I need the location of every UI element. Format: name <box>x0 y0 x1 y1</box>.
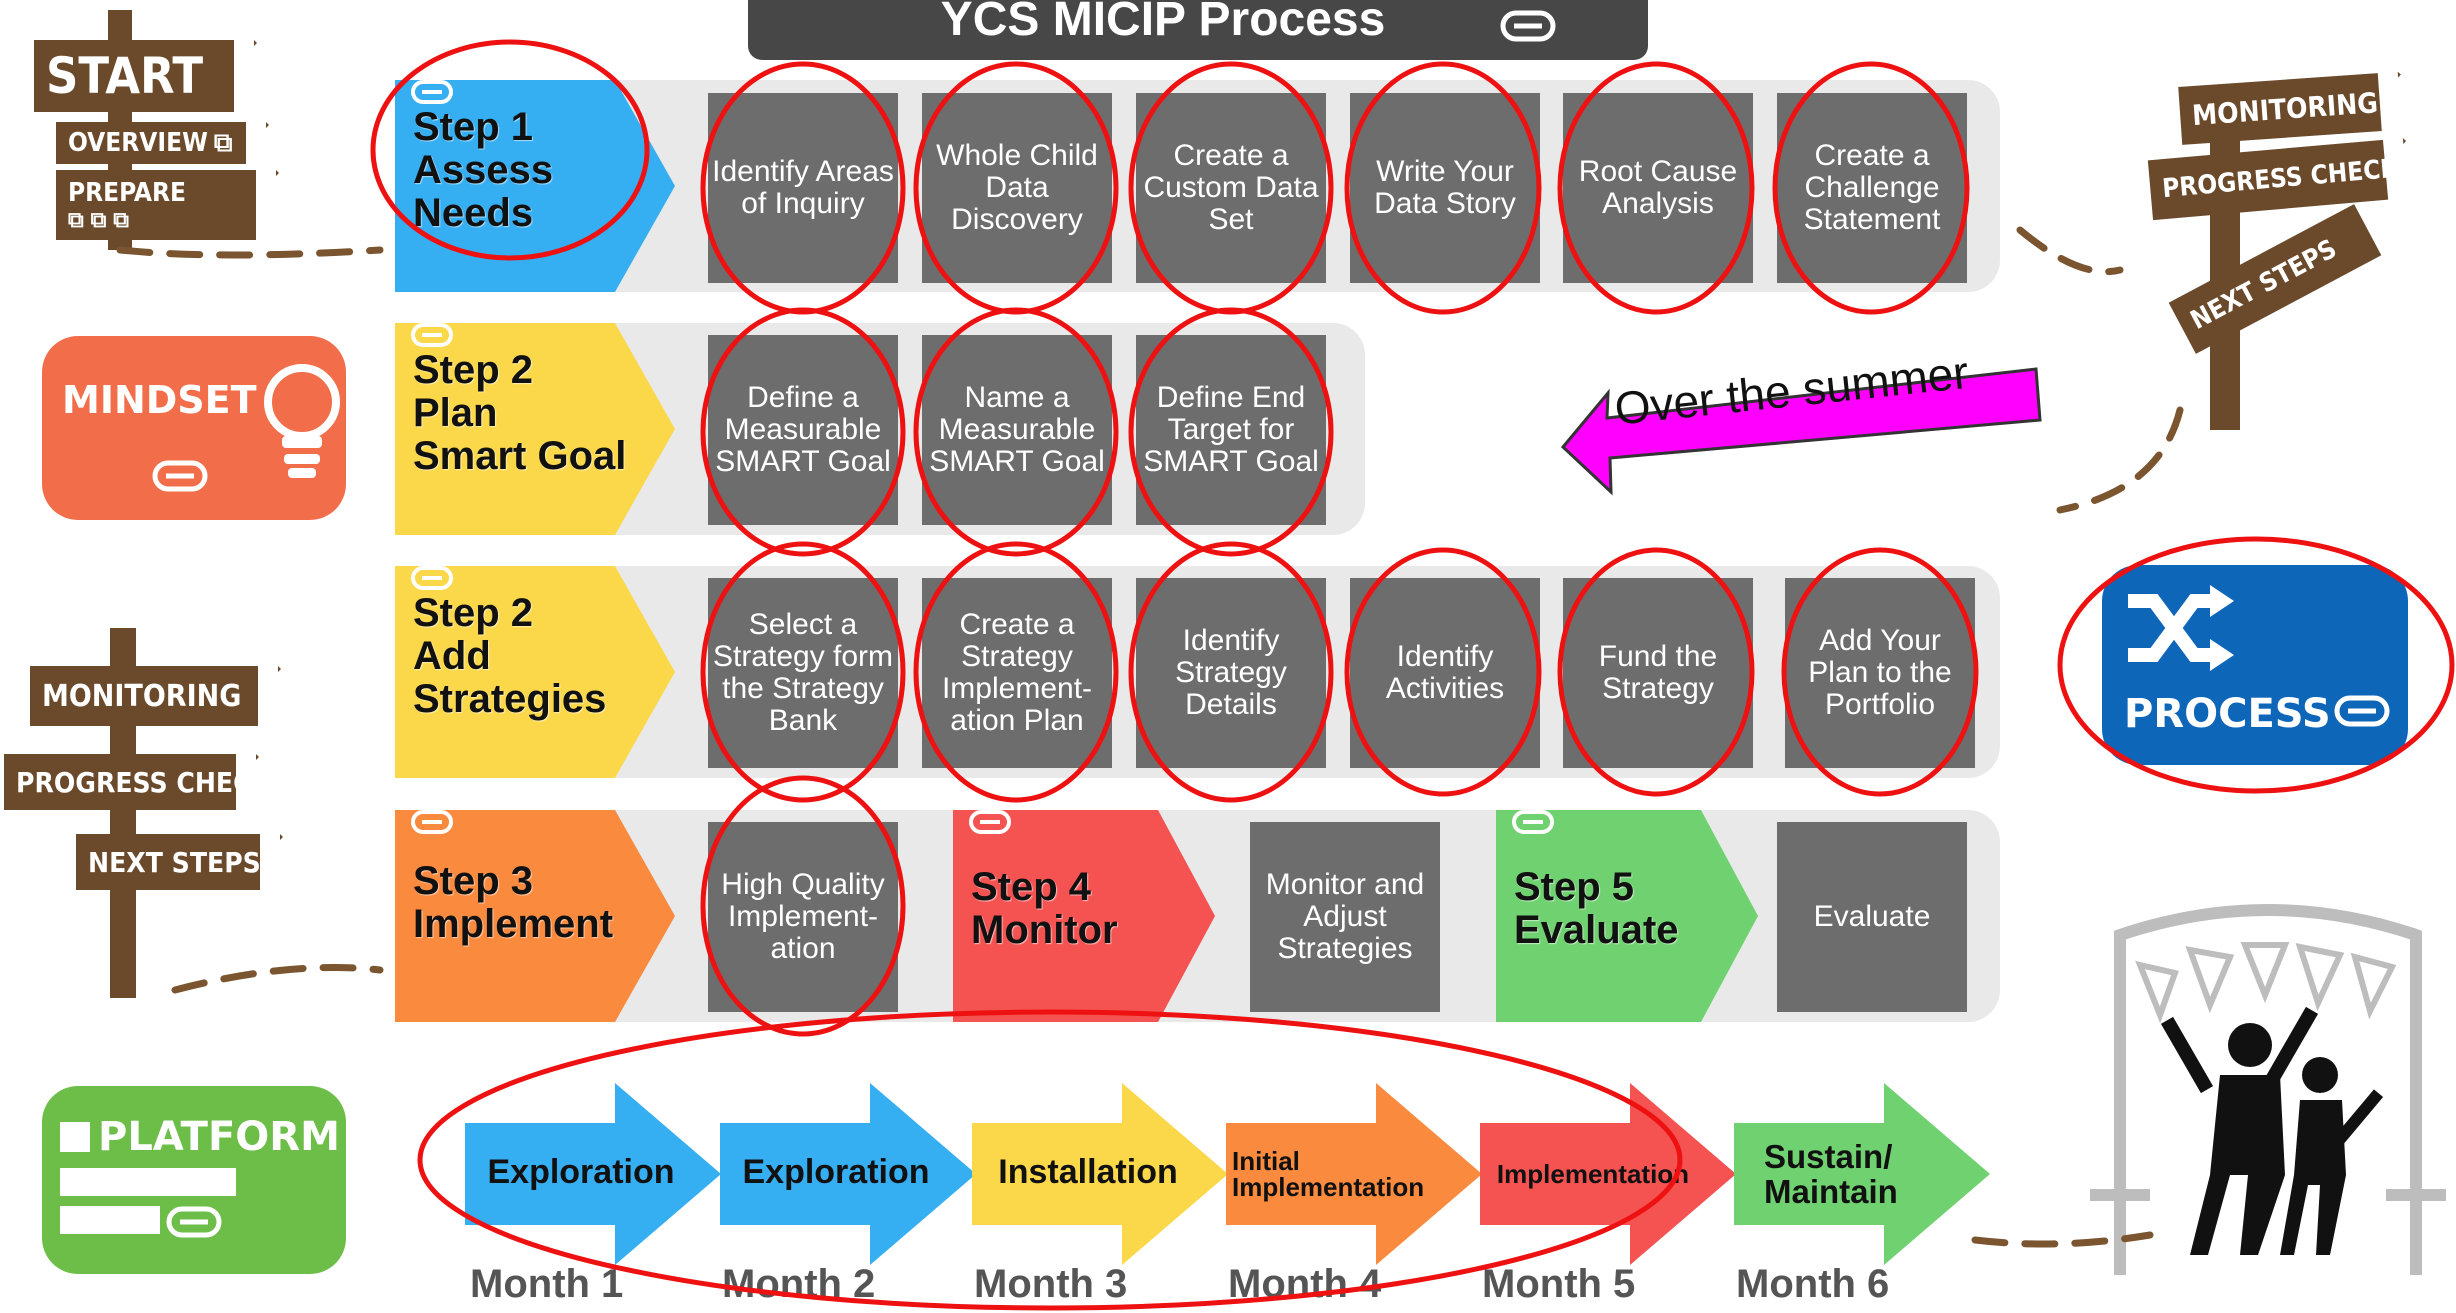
month-label: Month 5 <box>1482 1262 1636 1306</box>
box-identify-activities[interactable]: Identify Activities <box>1350 578 1540 768</box>
box-add-plan[interactable]: Add Your Plan to the Portfolio <box>1785 578 1975 768</box>
month-label: Month 6 <box>1736 1262 1890 1306</box>
box-define-goal[interactable]: Define a Measurable SMART Goal <box>708 335 898 525</box>
month-label: Month 3 <box>974 1262 1128 1306</box>
lightbulb-icon <box>264 364 340 478</box>
box-end-target[interactable]: Define End Target for SMART Goal <box>1136 335 1326 525</box>
link-icon[interactable] <box>1512 810 1554 834</box>
progress-check-sign[interactable]: PROGRESS CHECK <box>4 754 271 810</box>
box-name-goal[interactable]: Name a Measurable SMART Goal <box>922 335 1112 525</box>
box-monitor-adjust[interactable]: Monitor and Adjust Strategies <box>1250 822 1440 1012</box>
box-high-quality[interactable]: High Quality Implement-ation <box>708 822 898 1012</box>
link-icon[interactable] <box>166 1206 222 1238</box>
box-identify-areas[interactable]: Identify Areas of Inquiry <box>708 93 898 283</box>
process-label: PROCESS <box>2124 691 2331 737</box>
box-strategy-details[interactable]: Identify Strategy Details <box>1136 578 1326 768</box>
box-custom-data-set[interactable]: Create a Custom Data Set <box>1136 93 1326 283</box>
link-icon[interactable] <box>411 323 453 347</box>
phase-arrow: Exploration <box>720 1083 976 1265</box>
link-icon[interactable] <box>411 566 453 590</box>
phase-arrow: Exploration <box>465 1083 721 1265</box>
celebration-icon <box>2090 904 2446 1275</box>
title-bar: YCS MICIP Process <box>748 0 1648 60</box>
process-tile[interactable]: PROCESS <box>2102 565 2408 765</box>
phase-arrow: Sustain/ Maintain <box>1734 1083 1990 1265</box>
phase-arrow: Implementation <box>1480 1083 1736 1265</box>
platform-tile[interactable]: PLATFORM <box>42 1086 346 1274</box>
link-icon[interactable] <box>411 80 453 104</box>
link-icon[interactable] <box>411 810 453 834</box>
shuffle-icon <box>2128 585 2234 671</box>
box-data-story[interactable]: Write Your Data Story <box>1350 93 1540 283</box>
platform-label: PLATFORM <box>98 1114 340 1160</box>
link-icon[interactable] <box>1500 10 1556 42</box>
box-fund-strategy[interactable]: Fund the Strategy <box>1563 578 1753 768</box>
mindset-label: MINDSET <box>62 378 257 422</box>
page-title: YCS MICIP Process <box>940 0 1386 46</box>
box-implementation-plan[interactable]: Create a Strategy Implement-ation Plan <box>922 578 1112 768</box>
monitoring-sign[interactable]: MONITORING <box>30 666 281 726</box>
mindset-tile[interactable]: MINDSET <box>42 336 346 520</box>
box-evaluate[interactable]: Evaluate <box>1777 822 1967 1012</box>
overview-sign[interactable]: OVERVIEW⧉ <box>56 122 269 164</box>
box-whole-child[interactable]: Whole Child Data Discovery <box>922 93 1112 283</box>
next-steps-sign[interactable]: NEXT STEPS <box>76 834 283 890</box>
link-icon[interactable] <box>2334 695 2390 727</box>
box-root-cause[interactable]: Root Cause Analysis <box>1563 93 1753 283</box>
phase-arrow: Installation <box>972 1083 1228 1265</box>
month-label: Month 1 <box>470 1262 624 1306</box>
link-icon[interactable] <box>969 810 1011 834</box>
prepare-sign[interactable]: PREPARE⧉ ⧉ ⧉ <box>56 170 279 240</box>
box-select-strategy[interactable]: Select a Strategy form the Strategy Bank <box>708 578 898 768</box>
phase-arrow: Initial Implementation <box>1226 1083 1482 1265</box>
over-summer-arrow <box>1560 367 2042 496</box>
link-icon[interactable] <box>152 460 208 492</box>
box-challenge-statement[interactable]: Create a Challenge Statement <box>1777 93 1967 283</box>
start-sign[interactable]: START <box>34 40 257 112</box>
